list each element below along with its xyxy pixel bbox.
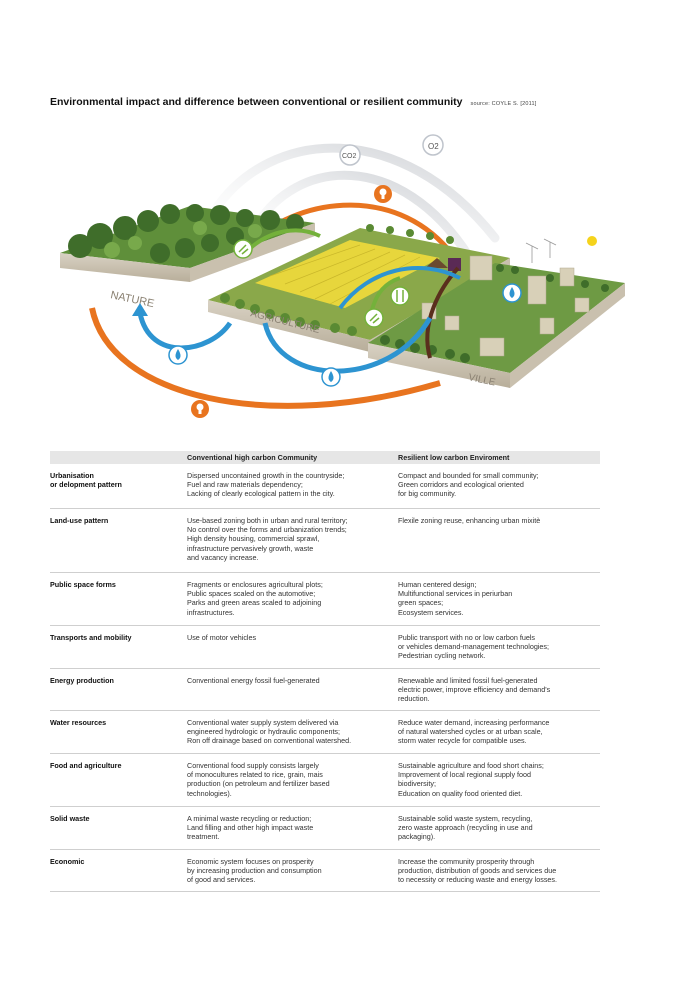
table-row: Energy production Conventional energy fo… bbox=[50, 669, 600, 711]
row-resilient: Reduce water demand, increasing performa… bbox=[398, 718, 550, 746]
table-row: Solid waste A minimal waste recycling or… bbox=[50, 807, 600, 850]
row-conventional: Economic system focuses on prosperity by… bbox=[187, 857, 322, 885]
row-resilient: Sustainable solid waste system, recyclin… bbox=[398, 814, 533, 842]
table-header: Conventional high carbon Community Resil… bbox=[50, 451, 600, 464]
water-badge-left bbox=[168, 345, 188, 365]
illustration-svg: NATURE AGRICULTURE bbox=[60, 134, 625, 418]
table-row: Water resources Conventional water suppl… bbox=[50, 711, 600, 754]
cutlery-badge bbox=[390, 286, 410, 306]
title-text: Environmental impact and difference betw… bbox=[50, 96, 463, 108]
row-resilient: Sustainable agriculture and food short c… bbox=[398, 761, 544, 798]
row-resilient: Increase the community prosperity throug… bbox=[398, 857, 558, 885]
table-row: Urbanisation or delopment pattern Disper… bbox=[50, 464, 600, 509]
energy-badge-top bbox=[374, 185, 392, 203]
nature-label: NATURE bbox=[109, 289, 155, 310]
row-conventional: Use-based zoning both in urban and rural… bbox=[187, 516, 348, 562]
table-row: Land-use pattern Use-based zoning both i… bbox=[50, 509, 600, 573]
community-illustration: NATURE AGRICULTURE bbox=[40, 118, 660, 436]
water-arc-left bbox=[137, 312, 233, 351]
water-badge-mid bbox=[321, 367, 341, 387]
energy-badge-bottom bbox=[191, 400, 209, 418]
energy-arc-bottom bbox=[89, 307, 441, 409]
row-label: Land-use pattern bbox=[50, 516, 109, 525]
row-conventional: A minimal waste recycling or reduction; … bbox=[187, 814, 314, 842]
co2-text: CO2 bbox=[342, 153, 357, 160]
water-arc-right bbox=[338, 266, 461, 310]
row-conventional: Use of motor vehicles bbox=[187, 633, 257, 642]
food-badge-agri bbox=[364, 308, 384, 328]
food-arc bbox=[243, 228, 321, 255]
o2-arc bbox=[210, 143, 500, 243]
row-resilient: Renewable and limited fossil fuel-genera… bbox=[398, 676, 551, 704]
row-resilient: Flexile zoning reuse, enhancing urban mi… bbox=[398, 516, 541, 525]
source-note: source: COYLE S. [2011] bbox=[470, 101, 537, 107]
table-row: Public space forms Fragments or enclosur… bbox=[50, 573, 600, 626]
row-label: Solid waste bbox=[50, 814, 90, 823]
row-label: Energy production bbox=[50, 676, 114, 685]
o2-text: O2 bbox=[428, 142, 439, 151]
row-label: Food and agriculture bbox=[50, 761, 122, 770]
row-label: Urbanisation or delopment pattern bbox=[50, 471, 122, 490]
row-conventional: Conventional energy fossil fuel-generate… bbox=[187, 676, 320, 685]
o2-badge: O2 bbox=[422, 134, 444, 156]
header-resilient: Resilient low carbon Enviroment bbox=[398, 452, 510, 462]
row-conventional: Dispersed uncontained growth in the coun… bbox=[187, 471, 345, 499]
row-conventional: Conventional water supply system deliver… bbox=[187, 718, 352, 746]
row-resilient: Public transport with no or low carbon f… bbox=[398, 633, 550, 661]
row-label: Transports and mobility bbox=[50, 633, 132, 642]
row-conventional: Fragments or enclosures agricultural plo… bbox=[187, 580, 323, 617]
co2-arc bbox=[250, 170, 475, 263]
header-conventional: Conventional high carbon Community bbox=[187, 452, 318, 462]
table-row: Transports and mobility Use of motor veh… bbox=[50, 626, 600, 669]
food-badge-nature bbox=[233, 239, 253, 259]
row-label: Economic bbox=[50, 857, 85, 866]
comparison-table: Conventional high carbon Community Resil… bbox=[50, 451, 600, 892]
ville-block: VILLE bbox=[368, 236, 625, 389]
co2-badge: CO2 bbox=[339, 144, 361, 166]
row-conventional: Conventional food supply consists largel… bbox=[187, 761, 330, 798]
table-row: Food and agriculture Conventional food s… bbox=[50, 754, 600, 807]
row-resilient: Human centered design; Multifunctional s… bbox=[398, 580, 513, 617]
row-resilient: Compact and bounded for small community;… bbox=[398, 471, 539, 499]
nature-block: NATURE bbox=[60, 204, 315, 310]
page-title: Environmental impact and difference betw… bbox=[50, 96, 536, 108]
row-label: Public space forms bbox=[50, 580, 116, 589]
table-row: Economic Economic system focuses on pros… bbox=[50, 850, 600, 892]
row-label: Water resources bbox=[50, 718, 107, 727]
water-badge-ville bbox=[502, 283, 522, 303]
